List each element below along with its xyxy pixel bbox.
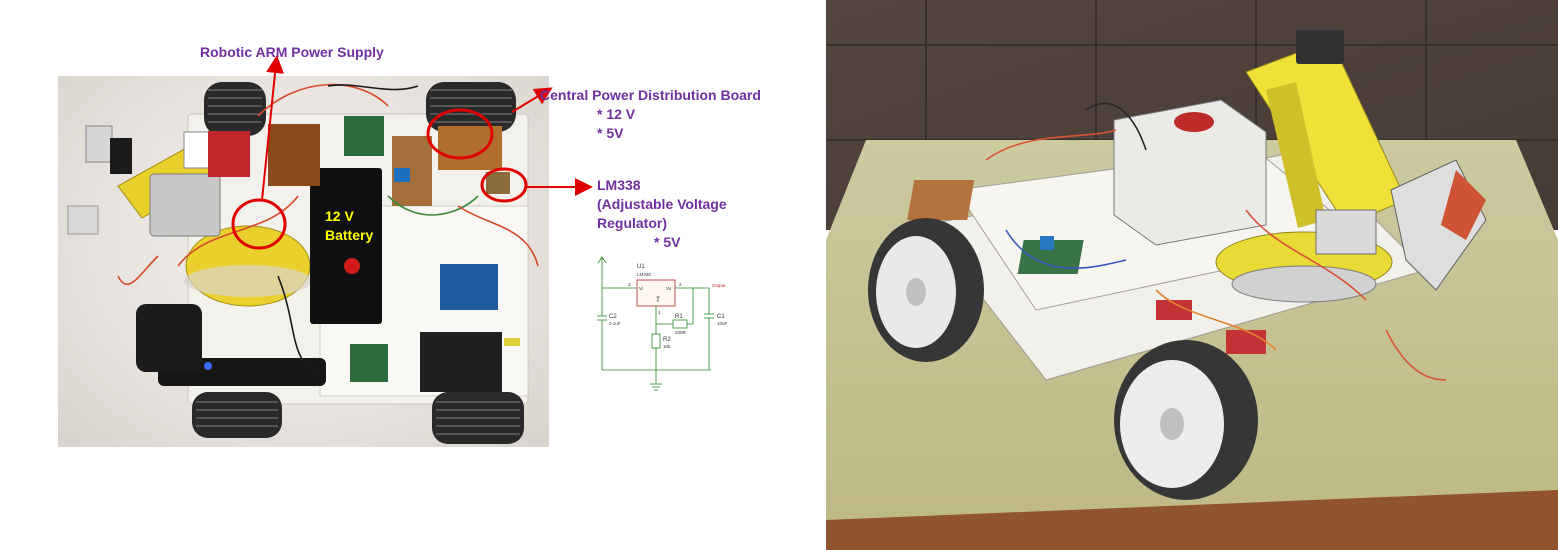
battery-label bbox=[1174, 112, 1214, 132]
label-lm338-desc-1: (Adjustable Voltage bbox=[597, 196, 727, 212]
table-edge bbox=[826, 490, 1558, 550]
regulator-body bbox=[636, 279, 676, 307]
arm-controller-board bbox=[208, 131, 250, 177]
annotated-robot-figure: Robotic ARM Power Supply Central Power D… bbox=[58, 44, 761, 447]
relay-blue bbox=[1040, 236, 1054, 250]
schematic-pin-1: 1 bbox=[658, 310, 661, 315]
battery-logo bbox=[344, 258, 360, 274]
label-central-power-board: Central Power Distribution Board bbox=[540, 87, 761, 103]
schematic-output: Output bbox=[712, 283, 726, 288]
pcb-board bbox=[268, 124, 320, 186]
schematic-u1-ref: U1 bbox=[637, 264, 645, 270]
red-board-2 bbox=[1226, 330, 1266, 354]
left-pcb bbox=[907, 180, 975, 220]
lm338-regulator bbox=[486, 172, 510, 194]
robot-perspective-photo bbox=[826, 0, 1558, 550]
schematic-r2-ref: R2 bbox=[663, 337, 671, 343]
robotic-arm bbox=[67, 125, 312, 307]
wheel-rear-left bbox=[192, 392, 282, 438]
label-robotic-arm-power: Robotic ARM Power Supply bbox=[200, 44, 384, 60]
wheel-front bbox=[1114, 340, 1258, 500]
label-lm338: LM338 bbox=[597, 177, 641, 193]
robot-perspective-illustration bbox=[826, 0, 1558, 550]
wheel-front-right bbox=[426, 82, 516, 132]
relay bbox=[394, 168, 410, 182]
lm338-schematic: U1 LM338 Vi Vo Adj 3 2 1 Output C2 0.1uF… bbox=[597, 256, 728, 391]
schematic-c1-val: 10uF bbox=[717, 321, 728, 326]
label-central-12v: * 12 V bbox=[597, 106, 636, 122]
schematic-c2-ref: C2 bbox=[609, 314, 617, 320]
schematic-c1-ref: C1 bbox=[717, 314, 725, 320]
wheel-rear-right bbox=[432, 392, 524, 444]
schematic-pin-vo: Vo bbox=[666, 286, 672, 291]
wiring bbox=[117, 83, 539, 377]
schematic-r2-val: 10k bbox=[663, 344, 671, 349]
glass-glare bbox=[826, 0, 1558, 550]
label-battery: Battery bbox=[325, 227, 374, 243]
robot-top-view-photo bbox=[58, 76, 549, 447]
label-lm338-5v: * 5V bbox=[654, 234, 681, 250]
label-lm338-desc-2: Regulator) bbox=[597, 215, 667, 231]
schematic-pin-vi: Vi bbox=[639, 286, 643, 291]
schematic-r1-val: 330R bbox=[675, 330, 687, 335]
schematic-c2-val: 0.1uF bbox=[609, 321, 621, 326]
usb-hub-led bbox=[204, 362, 212, 370]
red-board bbox=[1156, 300, 1192, 320]
yellow-connector bbox=[504, 338, 520, 346]
schematic-pin-3: 3 bbox=[628, 282, 631, 287]
highlight-lm338 bbox=[480, 167, 528, 203]
schematic-r1-ref: R1 bbox=[675, 314, 683, 320]
battery-12v bbox=[310, 168, 382, 324]
yellow-robotic-arm bbox=[1215, 30, 1487, 303]
highlight-arm-power bbox=[231, 198, 287, 250]
motor-driver-pcb bbox=[1017, 240, 1084, 274]
label-central-5v: * 5V bbox=[597, 125, 624, 141]
motor-driver-board bbox=[344, 116, 384, 156]
webcam bbox=[136, 304, 202, 372]
wheel-front-left bbox=[204, 82, 266, 136]
beaglebone-board bbox=[420, 332, 502, 392]
arduino-board bbox=[440, 264, 498, 310]
robot-top-view-illustration bbox=[67, 82, 539, 444]
label-battery-voltage: 12 V bbox=[325, 208, 354, 224]
battery-box bbox=[1113, 99, 1267, 246]
perspective-wiring bbox=[985, 102, 1447, 381]
highlight-distribution-board bbox=[426, 108, 494, 160]
wheel-left bbox=[868, 218, 984, 362]
schematic-pin-2: 2 bbox=[679, 282, 682, 287]
schematic-u1-part: LM338 bbox=[637, 272, 651, 277]
schematic-pin-adj: Adj bbox=[655, 296, 660, 302]
motor-driver-board-2 bbox=[350, 344, 388, 382]
